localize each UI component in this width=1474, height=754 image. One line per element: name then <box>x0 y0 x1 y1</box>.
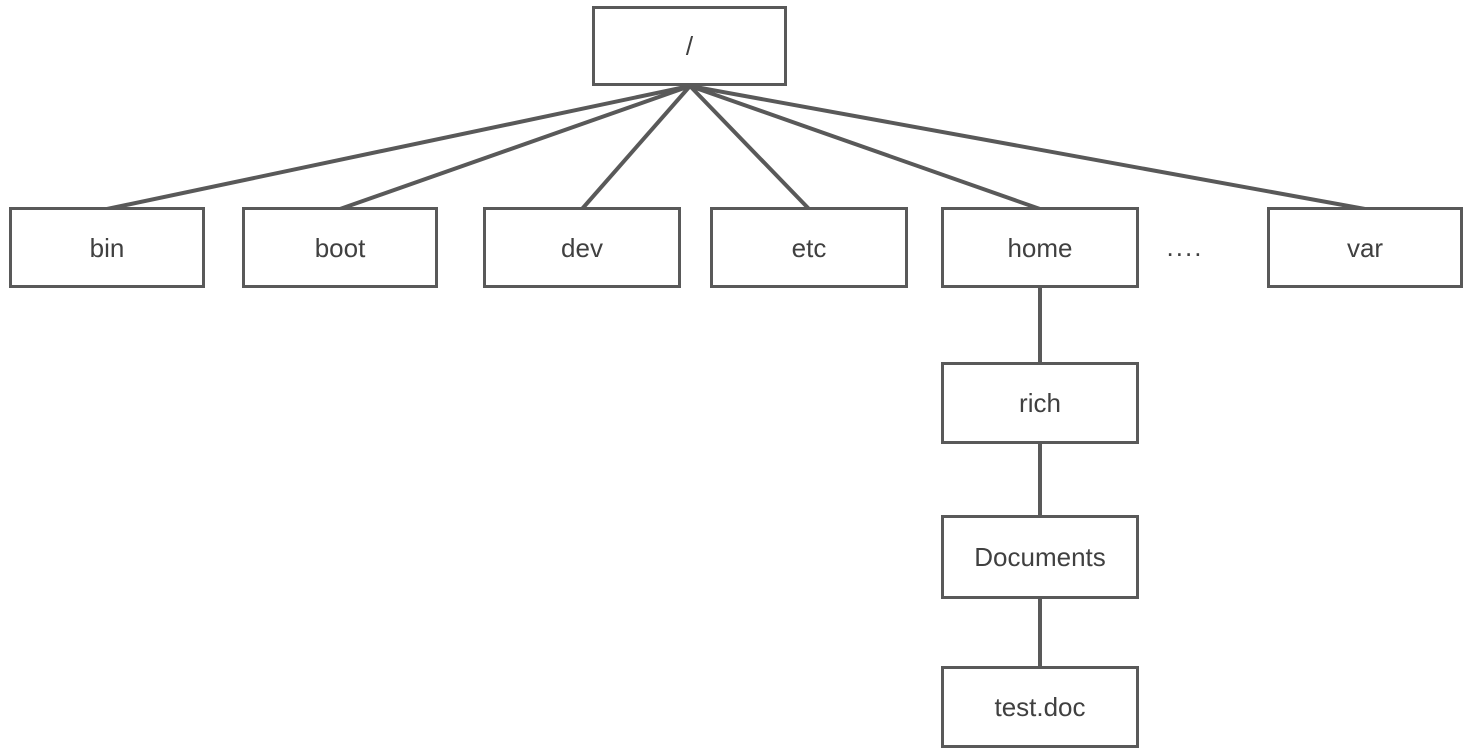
node-testdoc-label: test.doc <box>994 692 1086 722</box>
edge-root-dev <box>580 84 692 211</box>
node-documents: Documents <box>941 515 1139 599</box>
node-var: var <box>1267 207 1463 288</box>
node-etc-label: etc <box>791 232 827 263</box>
edge-root-var <box>689 84 1366 211</box>
more-directories-label: .... <box>1166 232 1204 262</box>
node-etc: etc <box>710 207 908 288</box>
node-testdoc: test.doc <box>941 666 1139 748</box>
node-root-label: / <box>685 31 694 61</box>
node-home-label: home <box>1007 232 1073 263</box>
node-rich-label: rich <box>1019 388 1061 418</box>
node-boot: boot <box>242 207 438 288</box>
node-bin: bin <box>9 207 205 288</box>
edge-root-home <box>689 84 1041 211</box>
node-dev-label: dev <box>561 232 603 263</box>
node-home: home <box>941 207 1139 288</box>
node-boot-label: boot <box>314 232 366 263</box>
node-var-label: var <box>1346 232 1384 263</box>
edge-root-bin <box>106 84 691 211</box>
edge-root-boot <box>339 84 691 211</box>
more-directories-ellipsis: .... <box>1157 207 1213 288</box>
node-root: / <box>592 6 787 86</box>
node-rich: rich <box>941 362 1139 444</box>
node-dev: dev <box>483 207 681 288</box>
node-bin-label: bin <box>89 232 125 263</box>
node-documents-label: Documents <box>974 542 1106 572</box>
edge-root-etc <box>688 84 811 211</box>
